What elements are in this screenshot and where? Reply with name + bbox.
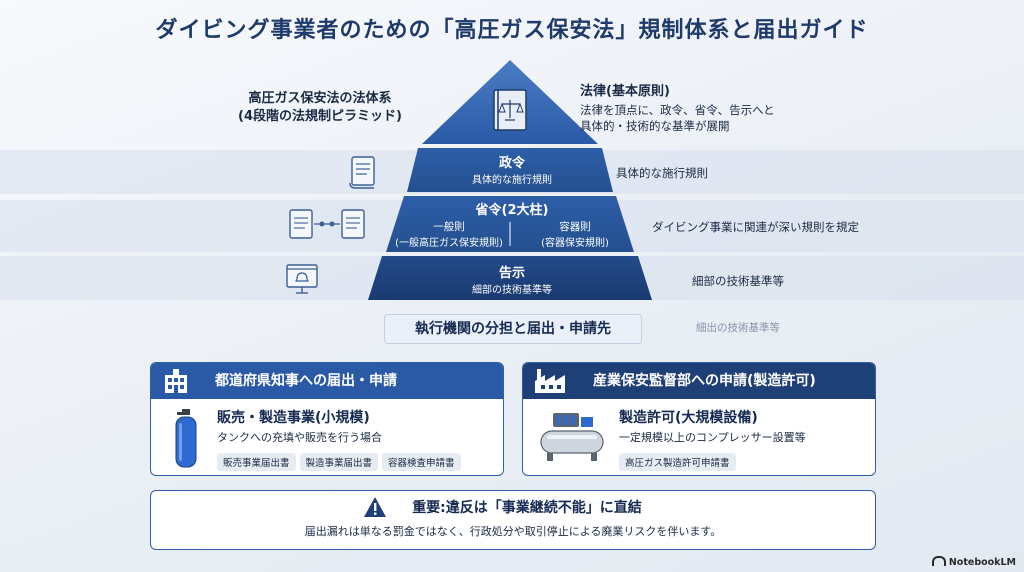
pyramid-label: 高圧ガス保安法の法体系 (4段階の法規制ピラミッド) [200, 90, 440, 126]
notice-sub: 細部の技術基準等 [472, 285, 552, 296]
general-rule: 一般則 [433, 221, 465, 233]
prefecture-card: 都道府県知事への届出・申請 販売・製造事業(小規模) タンクへの充填や販売を行う… [150, 362, 504, 476]
container-rule: 容器則 [559, 221, 591, 233]
left-form-list: 販売事業届出書製造事業届出書容器検査申請書 [217, 451, 465, 471]
law-desc-line1: 法律を頂点に、政令、省令、告示へと [580, 103, 775, 117]
form-container-inspection: 容器検査申請書 [382, 453, 461, 471]
government-building-icon [165, 369, 187, 393]
law-book-icon [493, 89, 527, 131]
compressor-icon [540, 413, 604, 461]
gas-cylinder-icon [175, 409, 197, 468]
form-manufacturing-notification: 製造事業届出書 [299, 453, 379, 471]
cabinet-description: 具体的な施行規則 [616, 166, 708, 180]
law-description: 法律(基本原則) 法律を頂点に、政令、省令、告示へと 具体的・技術的な基準が展開 [580, 80, 840, 134]
notice-tier-text: 告示 細部の技術基準等 [420, 262, 604, 296]
warning-triangle-icon [364, 497, 386, 517]
law-desc-line2: 具体的・技術的な基準が展開 [580, 119, 730, 133]
linked-documents-icon [289, 209, 365, 239]
safety-bureau-card-header: 産業保安監督部への申請(製造許可) [523, 363, 875, 399]
pyramid-tier-cabinet [407, 148, 613, 192]
brand-name: NotebookLM [948, 557, 1016, 568]
prefecture-card-title: 都道府県知事への届出・申請 [215, 373, 397, 389]
small-business-sub: タンクへの充填や販売を行う場合 [217, 431, 382, 444]
pyramid-label-line1: 高圧ガス保安法の法体系 [248, 91, 392, 106]
cabinet-tier-text: 政令 具体的な施行規則 [430, 152, 594, 186]
brand-watermark: NotebookLM [931, 556, 1016, 568]
warning-box: 重要:違反は「事業継続不能」に直結 届出漏れは単なる罰金ではなく、行政処分や取引… [150, 490, 876, 550]
enforcement-banner: 執行機関の分担と届出・申請先 [384, 314, 642, 344]
prefecture-card-header: 都道府県知事への届出・申請 [151, 363, 503, 399]
ghost-text: 細出の技術基準等 [696, 322, 780, 334]
safety-bureau-card: 産業保安監督部への申請(製造許可) 製造許可(大規模設備) 一定規模以上のコンプ… [522, 362, 876, 476]
notice-title: 告示 [498, 266, 525, 281]
form-manufacturing-permit: 高圧ガス製造許可申請書 [619, 453, 736, 471]
ministerial-title: 省令(2大柱) [475, 203, 549, 218]
container-rule-full: (容器保安規則) [541, 238, 609, 249]
safety-bureau-card-title: 産業保安監督部への申請(製造許可) [593, 373, 816, 389]
pyramid-label-line2: (4段階の法規制ピラミッド) [238, 109, 402, 124]
right-form-list: 高圧ガス製造許可申請書 [619, 451, 740, 471]
large-facility-sub: 一定規模以上のコンプレッサー設置等 [619, 431, 806, 444]
warning-body: 届出漏れは単なる罰金ではなく、行政処分や取引停止による廃業リスクを伴います。 [304, 525, 722, 538]
pyramid-tier-notice [368, 256, 652, 300]
page-title: ダイビング事業者のための「高圧ガス保安法」規制体系と届出ガイド [155, 18, 869, 43]
ministerial-description: ダイビング事業に関連が深い規則を規定 [652, 220, 859, 234]
warning-title: 重要:違反は「事業継続不能」に直結 [412, 500, 642, 516]
form-sales-notification: 販売事業届出書 [217, 453, 296, 471]
law-pyramid [368, 60, 652, 300]
cabinet-title: 政令 [498, 156, 525, 171]
cabinet-sub: 具体的な施行規則 [472, 175, 552, 186]
small-business-title: 販売・製造事業(小規模) [217, 410, 370, 426]
ministerial-left: 一般則 (一般高圧ガス保安規則) [388, 219, 510, 249]
general-rule-full: (一般高圧ガス保安規則) [395, 238, 503, 249]
ministerial-tier-text: 省令(2大柱) [400, 199, 624, 218]
law-title: 法律(基本原則) [580, 84, 670, 99]
notice-board-icon [286, 264, 318, 294]
scroll-document-icon [349, 156, 375, 189]
ministerial-right: 容器則 (容器保安規則) [514, 219, 636, 249]
large-facility-title: 製造許可(大規模設備) [619, 410, 758, 426]
factory-icon [535, 369, 565, 393]
notebooklm-logo-icon [931, 556, 946, 566]
notice-description: 細部の技術基準等 [692, 274, 784, 288]
